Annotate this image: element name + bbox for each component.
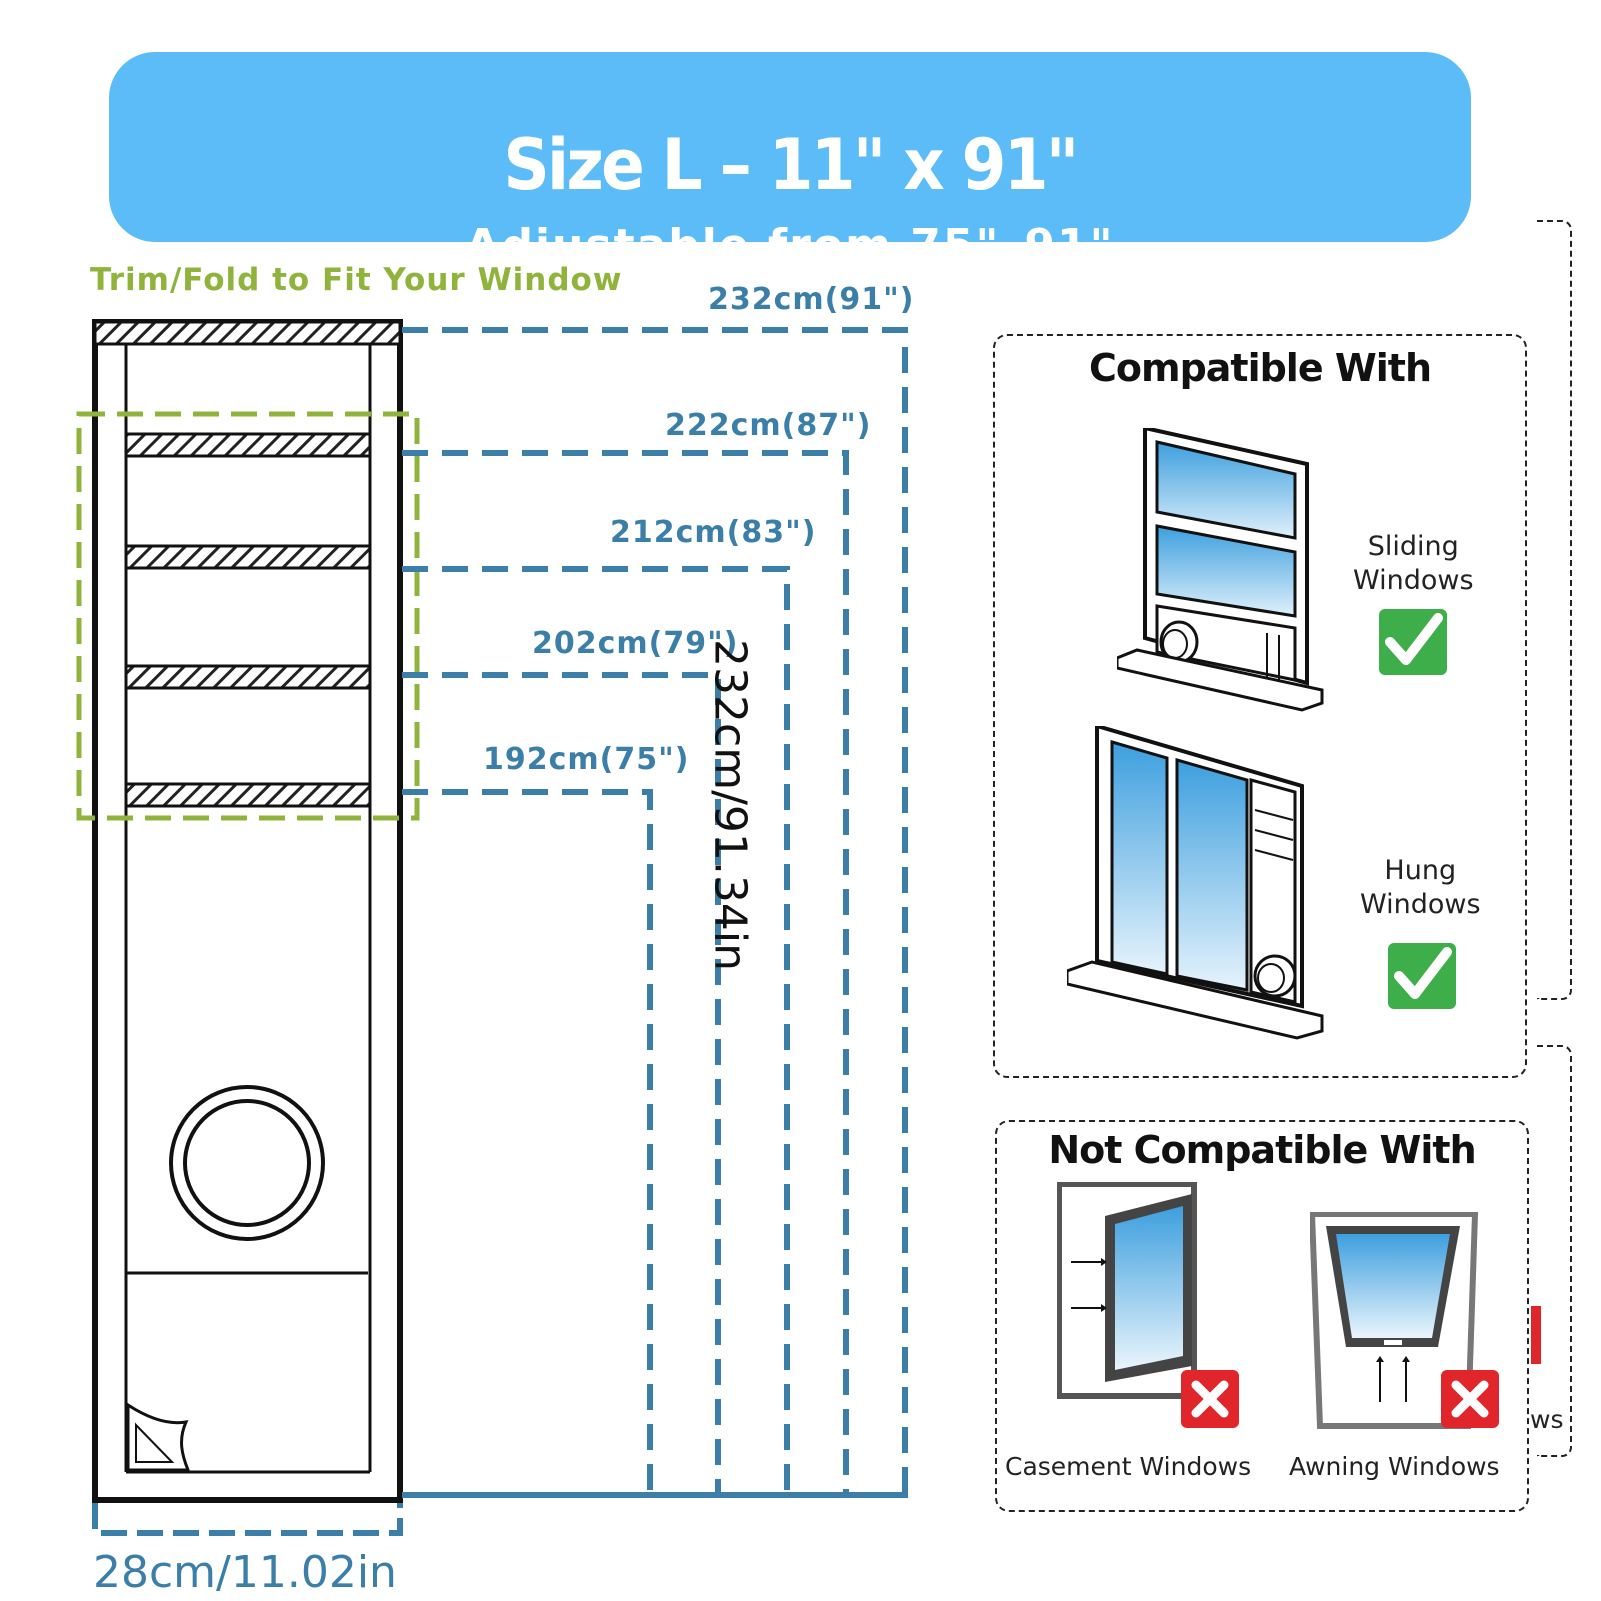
- hose-hole-outer: [169, 1085, 325, 1241]
- cropped-side-text: ws: [1530, 1405, 1564, 1434]
- trim-fold-label: Trim/Fold to Fit Your Window: [90, 262, 623, 298]
- size-banner: Size L – 11" x 91" Adjustable from 75"–9…: [109, 52, 1471, 268]
- dimension-line-192: [402, 789, 653, 1495]
- sliding-windows-label: Sliding Windows: [1353, 531, 1474, 596]
- sliding-window-illustration: [1117, 428, 1324, 712]
- width-dimension-line: [92, 1503, 403, 1536]
- total-length-label: 232cm/91.34in: [704, 639, 756, 971]
- length-label-202: 202cm(79"): [532, 626, 739, 661]
- velcro-corner: [126, 1402, 191, 1472]
- width-label: 28cm/11.02in: [93, 1547, 397, 1598]
- cross-icon: [1441, 1370, 1499, 1428]
- hung-window-illustration: [1067, 726, 1324, 1040]
- hatched-strip: [124, 544, 372, 570]
- length-label-212: 212cm(83"): [610, 515, 817, 550]
- dimension-line-202: [402, 672, 721, 1495]
- casement-windows-label: Casement Windows: [1005, 1452, 1252, 1481]
- hatched-strip-top: [93, 320, 402, 346]
- side-bracket-bottom: [1537, 1045, 1572, 1457]
- not-compatible-panel: Not Compatible With Casement Windows: [995, 1120, 1529, 1512]
- banner-subtitle: Adjustable from 75"–91": [465, 220, 1115, 271]
- seal-panel-outline: [92, 319, 403, 1503]
- check-icon: [1379, 609, 1447, 675]
- dimension-line-232: [402, 327, 908, 1495]
- not-compatible-title: Not Compatible With: [1048, 1128, 1476, 1172]
- hatched-strip: [124, 782, 372, 808]
- hung-windows-label: Hung Windows: [1360, 855, 1481, 920]
- hatched-strip: [124, 664, 372, 690]
- cross-icon: [1181, 1370, 1239, 1428]
- cropped-red-badge: [1531, 1306, 1541, 1364]
- awning-windows-label: Awning Windows: [1289, 1452, 1500, 1481]
- length-label-222: 222cm(87"): [665, 408, 872, 443]
- banner-title: Size L – 11" x 91": [503, 124, 1079, 206]
- awning-window-illustration: [1310, 1212, 1479, 1429]
- casement-window-illustration: [1057, 1182, 1197, 1399]
- hose-hole-inner: [183, 1099, 311, 1227]
- side-bracket-top: [1537, 220, 1572, 1000]
- check-icon: [1388, 943, 1456, 1009]
- length-label-232: 232cm(91"): [708, 282, 915, 317]
- trim-zone-box: [76, 411, 420, 821]
- dimension-line-222: [402, 450, 849, 1495]
- dimension-line-212: [402, 566, 790, 1495]
- hatched-strip: [124, 432, 372, 458]
- compatible-panel: Compatible With Sliding Windows: [993, 334, 1527, 1078]
- length-label-192: 192cm(75"): [483, 742, 690, 777]
- compatible-title: Compatible With: [1088, 346, 1432, 390]
